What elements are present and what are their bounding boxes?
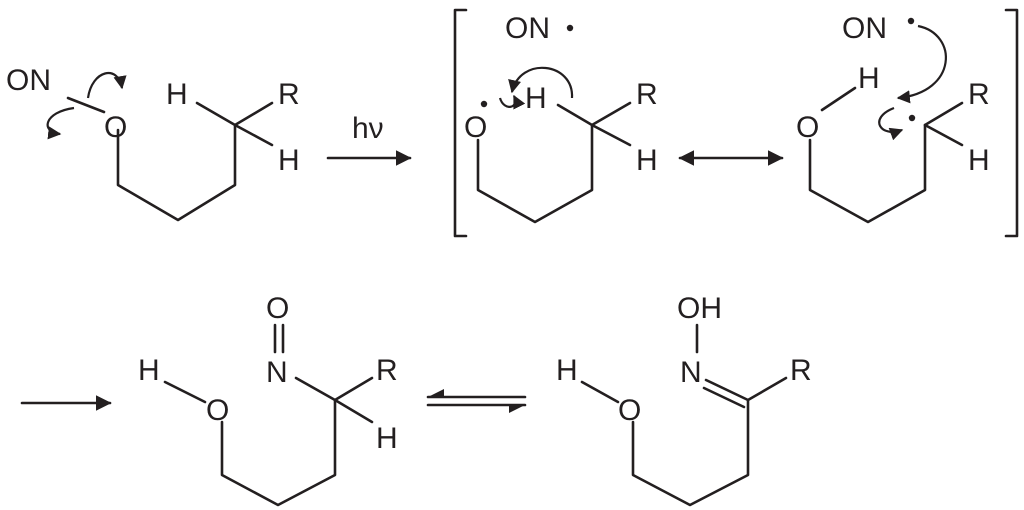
int-a-no-radical-dot: [566, 24, 574, 32]
int-a-skeleton: [476, 123, 594, 224]
curved-arrow-homolysis-left: [46, 106, 75, 140]
int-b-carbon-radical-dot: [908, 114, 916, 122]
oxime-cn-double-bond: [702, 378, 750, 409]
start-no-bond: [66, 96, 106, 114]
nitroso-ho-bond: [163, 380, 207, 404]
int-a-r-label: R: [636, 78, 658, 111]
int-b-h-upper-label: H: [858, 62, 880, 95]
start-h-upper-label: H: [166, 78, 188, 111]
int-b-no-label: ON: [842, 12, 887, 45]
int-b-skeleton: [808, 123, 927, 224]
oxime-r-label: R: [790, 354, 812, 387]
int-b-ch-bonds: [923, 101, 964, 147]
int-a-no-label: ON: [505, 12, 550, 45]
hv-label: hν: [352, 112, 384, 145]
equilibrium-arrows: [426, 389, 527, 413]
int-b-r-label: R: [968, 78, 990, 111]
oxime-h-label: H: [556, 354, 578, 387]
int-a-ch-bonds: [556, 101, 632, 147]
int-b-curved-arrow-carbon: [878, 106, 904, 141]
int-a-o-radical-dot: [480, 100, 488, 108]
nitroso-n-label: N: [266, 356, 288, 389]
start-oxygen-label: O: [104, 111, 127, 144]
int-b-h-lower-label: H: [968, 144, 990, 177]
oxime-ho-bond: [580, 380, 620, 404]
right-bracket: [1004, 8, 1019, 238]
int-b-no-radical-dot: [907, 17, 915, 25]
oxime-cr-bond: [746, 376, 788, 402]
nitrite-on-label: ON: [6, 64, 51, 97]
int-a-oxygen-label: O: [464, 111, 487, 144]
nitroso-r-label: R: [376, 354, 398, 387]
int-a-curved-arrow-abstraction: [508, 66, 574, 99]
start-r-label: R: [278, 78, 300, 111]
start-ch-bonds: [195, 101, 274, 147]
oxime-oxygen-label: O: [618, 394, 641, 427]
start-h-lower-label: H: [278, 144, 300, 177]
nitroso-cn-bond: [294, 376, 337, 402]
oxime-n-label: N: [680, 356, 702, 389]
photolysis-arrow: hν: [326, 112, 412, 166]
nitroso-h-label: H: [138, 354, 160, 387]
left-bracket: [453, 8, 468, 238]
nitroso-oxygen-label: O: [206, 394, 229, 427]
nitroso-o-label: O: [266, 292, 289, 325]
nitroso-product: H O O N R H: [138, 292, 398, 507]
int-a-h-transfer-label: H: [525, 82, 547, 115]
curved-arrow-homolysis-right: [86, 71, 127, 99]
starting-nitrite: ON O H R H: [6, 64, 300, 222]
int-b-oh-bond: [820, 86, 857, 112]
oxime-product: H O OH N R: [556, 292, 812, 507]
nitroso-h-lower-label: H: [376, 422, 398, 455]
nitroso-cr-ch-bonds: [333, 376, 374, 424]
nitroso-skeleton: [220, 398, 337, 507]
int-a-h-lower-label: H: [636, 144, 658, 177]
oxime-oh-label: OH: [677, 292, 722, 325]
oxime-skeleton: [631, 398, 750, 507]
int-a-curved-arrow-oxygen: [498, 94, 526, 110]
intermediate-carbon-radical: ON O H R H: [796, 12, 990, 224]
start-skeleton: [116, 123, 237, 222]
int-b-oxygen-label: O: [796, 111, 819, 144]
int-b-curved-arrow-recombination: [896, 24, 947, 104]
intermediate-alkoxy-radical: ON O H R H: [464, 12, 658, 224]
nitroso-n-o-double-bond: [273, 323, 285, 354]
